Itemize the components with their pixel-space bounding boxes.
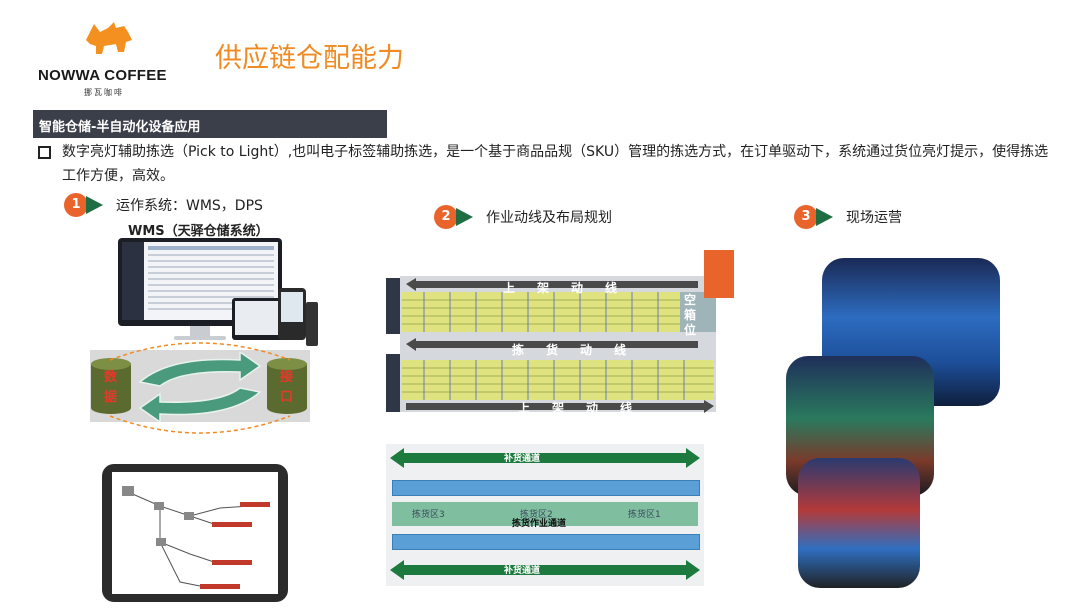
bullet-square-icon xyxy=(38,146,51,159)
database-label: 数 据 xyxy=(104,370,118,405)
picking-channel xyxy=(392,502,698,526)
zone1-label: 拣货区1 xyxy=(628,510,661,520)
step-3: 3 现场运营 xyxy=(794,205,994,231)
zone2-label: 拣货区2 xyxy=(520,510,553,520)
step-label: 运作系统：WMS，DPS xyxy=(116,198,263,214)
replenish-arrow-top xyxy=(390,448,700,468)
step-label: 作业动线及布局规划 xyxy=(486,210,612,226)
page-title: 供应链仓配能力 xyxy=(215,43,404,74)
top-lane-label: 上架动线 xyxy=(503,281,640,295)
picking-channel-label: 拣货作业通道 xyxy=(512,519,567,529)
zone3-label: 拣货区3 xyxy=(412,510,445,520)
replenish-arrow-bottom xyxy=(390,560,700,580)
warehouse-layout-diagram xyxy=(386,250,734,413)
cycle-arrows-icon xyxy=(138,352,262,422)
section-header: 智能仓储-半自动化设备应用 xyxy=(33,110,387,138)
interface-label: 接 口 xyxy=(280,370,294,405)
brand-name: NOWWA COFFEE xyxy=(38,67,167,84)
play-arrow-icon xyxy=(456,208,473,226)
interface-database-icon xyxy=(267,358,307,414)
blue-rack-bar-bottom xyxy=(392,534,700,550)
bottom-lane-label: 上架动线 xyxy=(518,401,655,415)
dashed-orange-arcs xyxy=(109,342,291,434)
empty-box-label: 空 箱 位 xyxy=(684,293,697,337)
play-arrow-icon xyxy=(816,208,833,226)
step-number: 2 xyxy=(434,205,458,229)
dps-tablet-illustration xyxy=(102,464,288,602)
description-text: 数字亮灯辅助拣选（Pick to Light）,也叫电子标签辅助拣选，是一个基于… xyxy=(62,144,1049,184)
replenish-bottom-label: 补货通道 xyxy=(504,566,541,576)
warehouse-photo-3 xyxy=(798,458,920,588)
step-2: 2 作业动线及布局规划 xyxy=(434,205,694,231)
replenish-top-label: 补货通道 xyxy=(504,454,541,464)
step-1: 1 运作系统：WMS，DPS xyxy=(64,193,324,219)
brand-subtitle: 挪瓦咖啡 xyxy=(84,88,124,97)
step-label: 现场运营 xyxy=(846,210,902,226)
section-title: 智能仓储-半自动化设备应用 xyxy=(39,120,201,135)
wms-devices-illustration xyxy=(118,238,318,346)
play-arrow-icon xyxy=(86,196,103,214)
nowwa-horse-logo-icon xyxy=(86,22,132,54)
data-database-icon xyxy=(91,358,131,414)
middle-lane-label: 拣货动线 xyxy=(512,343,649,357)
wms-title: WMS（天驿仓储系统） xyxy=(128,224,269,239)
step-number: 3 xyxy=(794,205,818,229)
blue-rack-bar xyxy=(392,480,700,496)
step-number: 1 xyxy=(64,193,88,217)
